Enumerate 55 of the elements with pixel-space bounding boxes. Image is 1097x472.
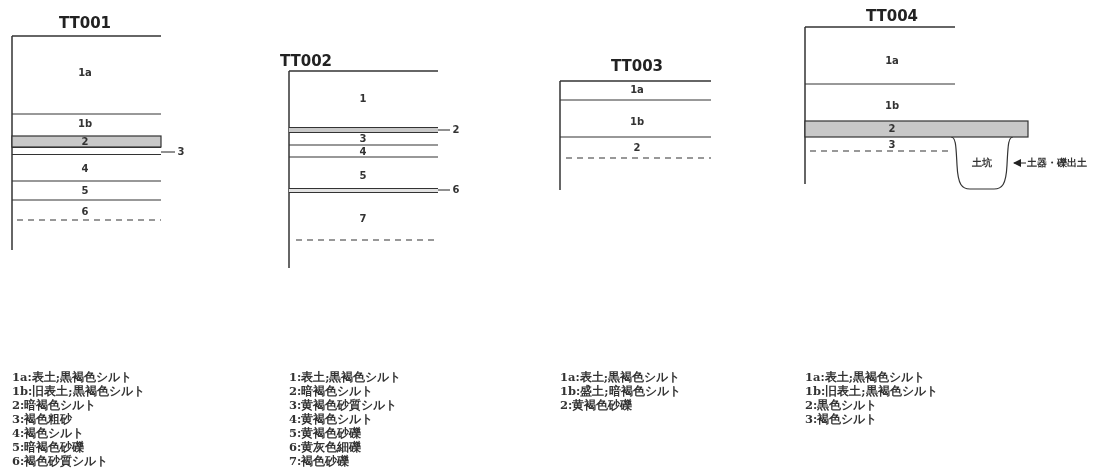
layer-number: 3 <box>888 138 896 152</box>
callout-number: 2 <box>451 123 461 137</box>
leader-line <box>437 189 451 191</box>
layer-number: 1b <box>77 117 93 131</box>
layer-description: 3:黄褐色砂質シルト <box>289 398 398 412</box>
section-title: TT003 <box>610 57 664 75</box>
layer-number: 2 <box>81 135 89 149</box>
layer-number: 1 <box>359 92 367 106</box>
layer-number: 7 <box>359 212 367 226</box>
layer-description: 1b:盛土;暗褐色シルト <box>560 384 681 398</box>
layer-number: 4 <box>81 162 89 176</box>
layer-description: 1b:旧表土;黒褐色シルト <box>805 384 938 398</box>
leader-line <box>160 151 176 153</box>
leader-line <box>437 129 451 131</box>
layer-number: 2 <box>633 141 641 155</box>
layer-description: 2:黄褐色砂礫 <box>560 398 633 412</box>
annotation-text: 土器・礫出土 <box>1027 156 1091 170</box>
layer-description: 1:表土;黒褐色シルト <box>289 370 402 384</box>
layer-description: 1a:表土;黒褐色シルト <box>805 370 925 384</box>
layer-description: 1a:表土;黒褐色シルト <box>12 370 132 384</box>
layer-number: 6 <box>81 205 89 219</box>
layer-description: 2:暗褐色シルト <box>289 384 374 398</box>
layer-description: 7:褐色砂礫 <box>289 454 350 468</box>
layer-description: 5:暗褐色砂礫 <box>12 440 85 454</box>
layer-description: 6:褐色砂質シルト <box>12 454 109 468</box>
layer-number: 1b <box>884 99 900 113</box>
layer-description: 3:褐色粗砂 <box>12 412 73 426</box>
soil-layer-band <box>12 147 161 155</box>
layer-description: 5:黄褐色砂礫 <box>289 426 362 440</box>
layer-description: 1b:旧表土;黒褐色シルト <box>12 384 145 398</box>
layer-description: 4:黄褐色シルト <box>289 412 374 426</box>
soil-layer-band <box>289 188 438 193</box>
layer-number: 1a <box>630 83 644 97</box>
layer-number: 5 <box>81 184 89 198</box>
layer-description: 2:暗褐色シルト <box>12 398 97 412</box>
layer-description: 4:褐色シルト <box>12 426 85 440</box>
callout-number: 6 <box>451 183 461 197</box>
layer-number: 1b <box>629 115 645 129</box>
section-title: TT002 <box>279 52 333 70</box>
layer-number: 2 <box>888 122 896 136</box>
layer-description: 1a:表土;黒褐色シルト <box>560 370 680 384</box>
pit-outline: 土坑 <box>950 137 1014 191</box>
layer-number: 1a <box>78 66 92 80</box>
soil-layer-band <box>289 127 438 133</box>
layer-number: 5 <box>359 169 367 183</box>
arrow <box>1013 159 1027 167</box>
section-title: TT001 <box>58 14 112 32</box>
layer-number: 1a <box>885 54 899 68</box>
layer-description: 6:黄灰色細礫 <box>289 440 362 454</box>
layer-number: 3 <box>359 132 367 146</box>
layer-number: 4 <box>359 145 367 159</box>
layer-description: 3:褐色シルト <box>805 412 878 426</box>
callout-number: 3 <box>176 145 186 159</box>
section-title: TT004 <box>865 7 919 25</box>
layer-description: 2:黒色シルト <box>805 398 878 412</box>
